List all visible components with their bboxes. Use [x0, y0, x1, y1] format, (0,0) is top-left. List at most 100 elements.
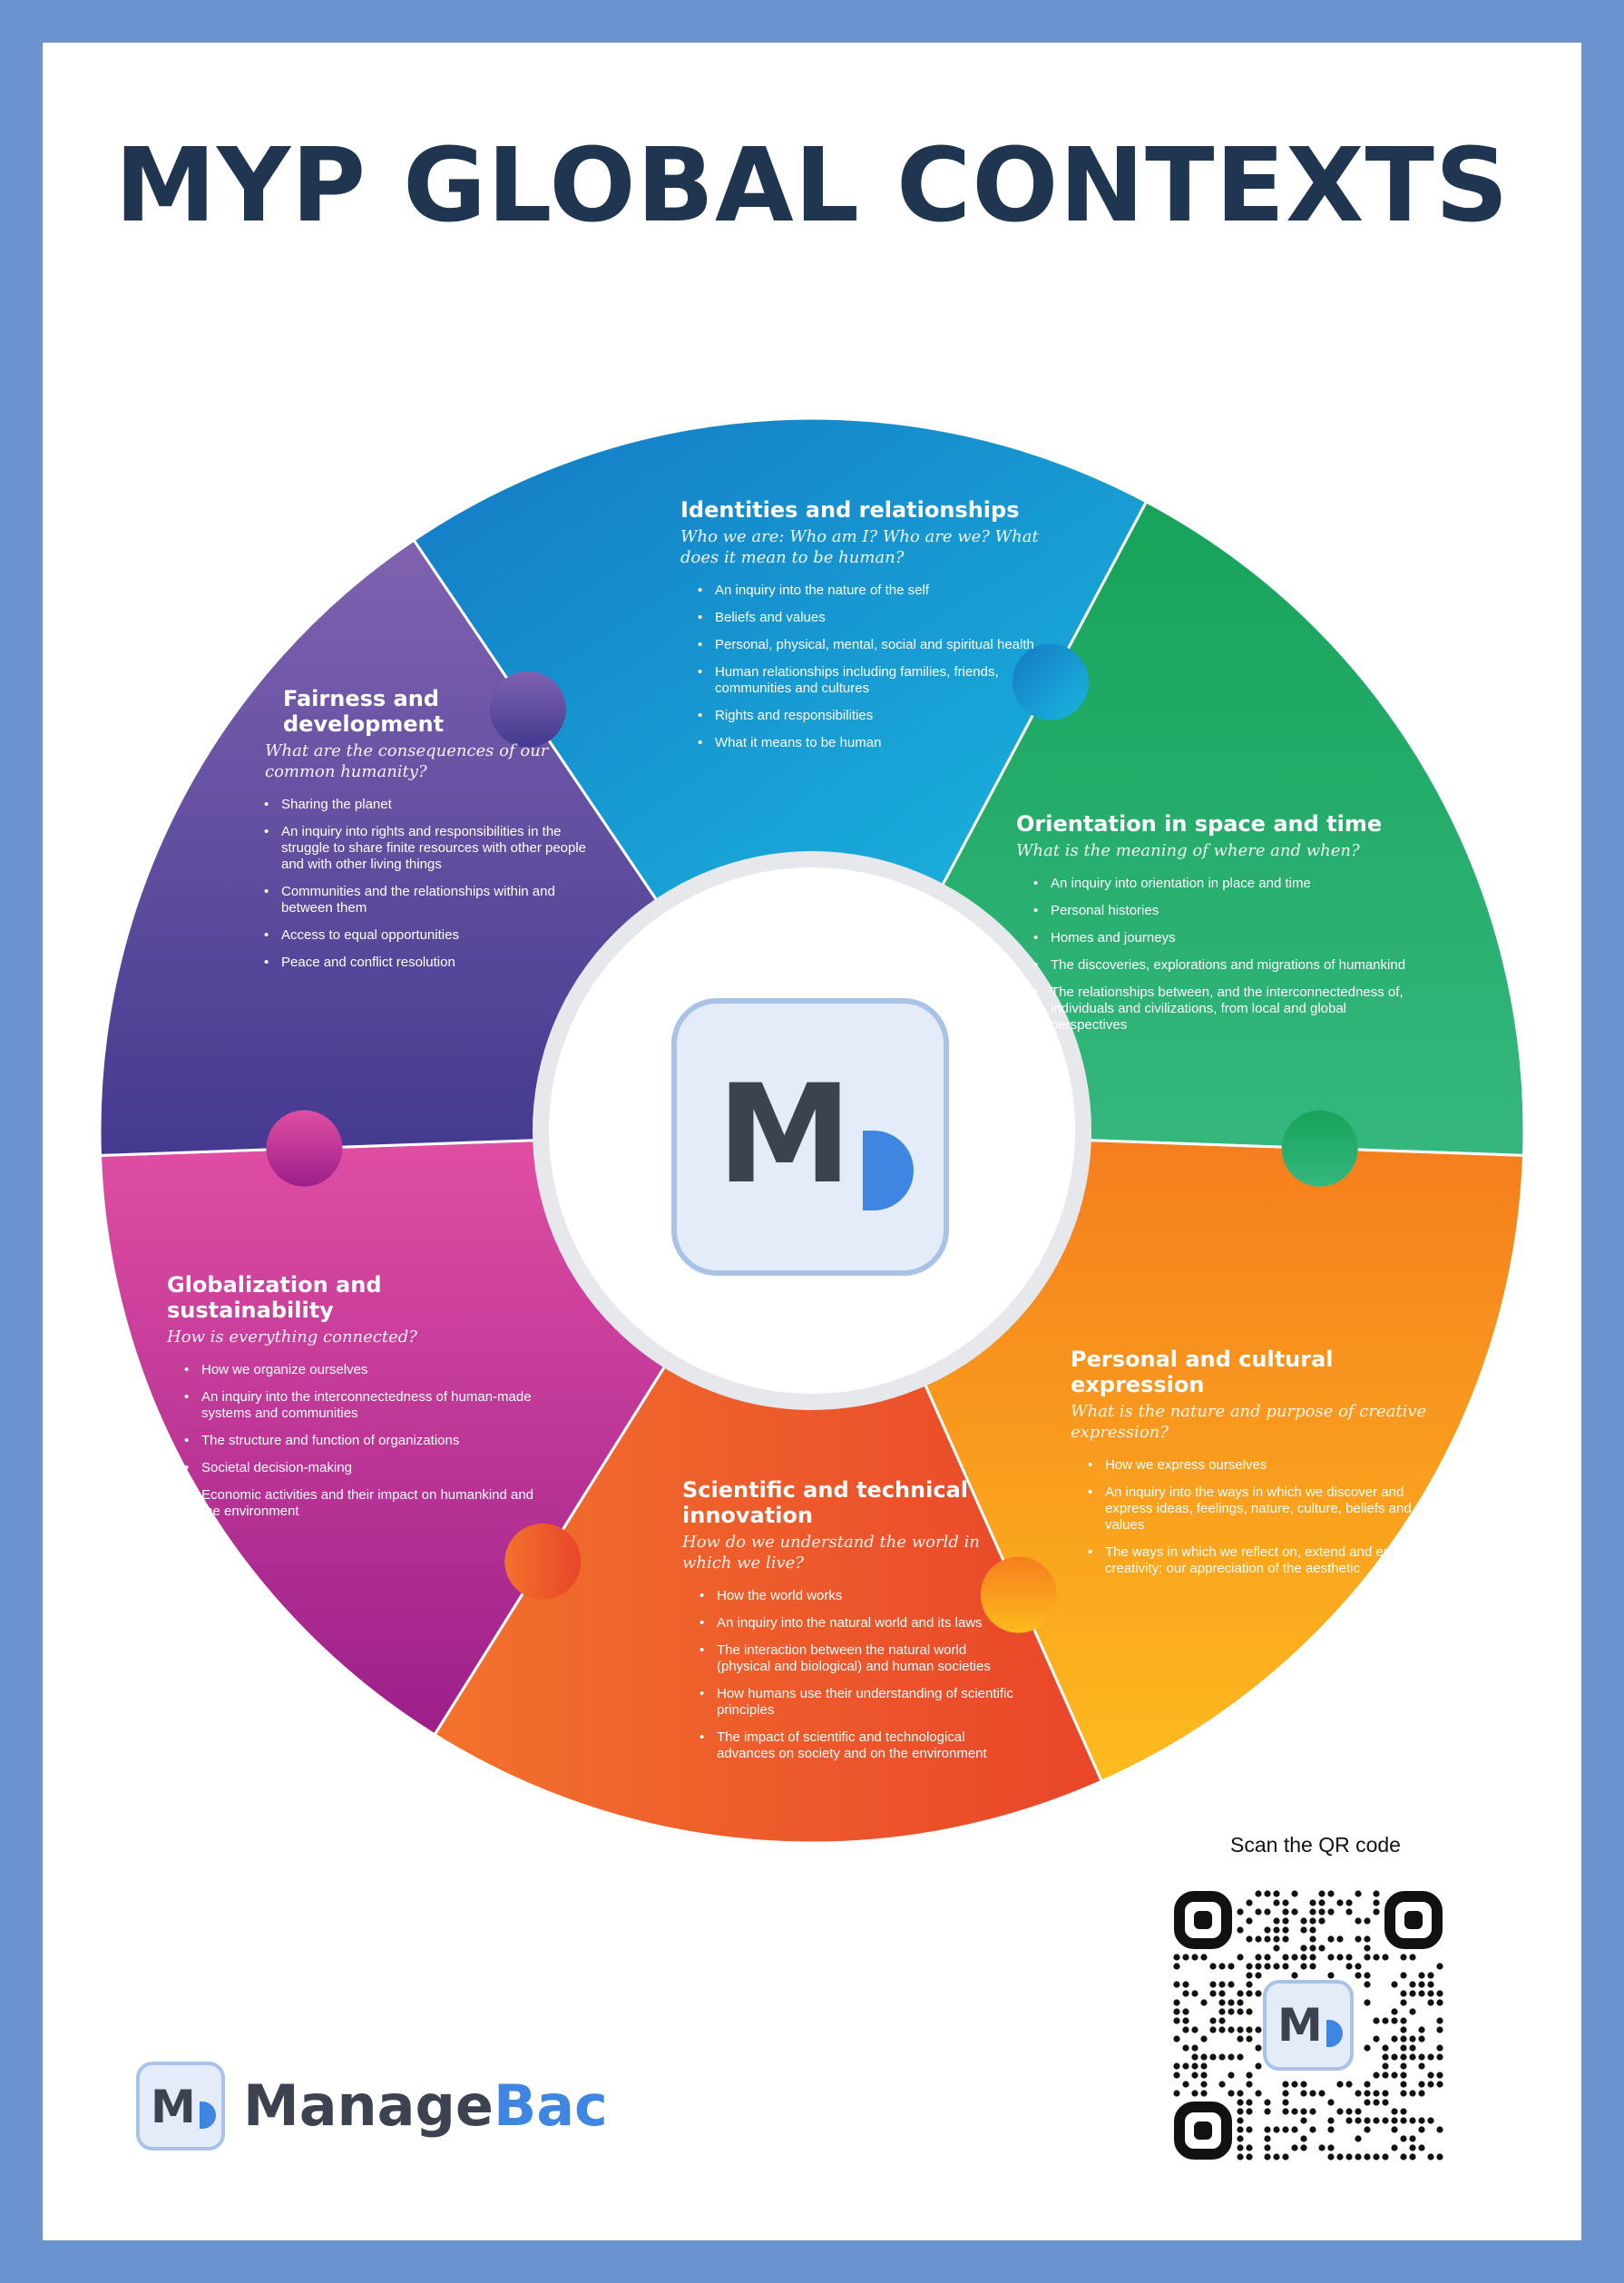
qr-dot — [1391, 2144, 1398, 2151]
qr-dot — [1327, 1954, 1335, 1961]
puzzle-knob-orientation — [1281, 1110, 1358, 1187]
qr-dot — [1282, 1899, 1289, 1906]
qr-dot — [1427, 1972, 1434, 1979]
qr-dot — [1237, 2099, 1244, 2106]
qr-dot — [1246, 1935, 1253, 1943]
qr-dot — [1273, 1890, 1280, 1897]
list-item: The interaction between the natural worl… — [699, 1642, 1018, 1675]
logo-b-shape-icon — [863, 1131, 914, 1210]
list-item: The impact of scientific and technologic… — [699, 1729, 1018, 1762]
qr-dot — [1300, 2144, 1307, 2151]
qr-dot — [1391, 2053, 1398, 2061]
qr-dot — [1255, 2090, 1262, 2097]
qr-dot — [1282, 1908, 1289, 1916]
qr-dot — [1355, 1890, 1362, 1897]
qr-dot — [1436, 2126, 1443, 2133]
qr-dot — [1327, 2099, 1335, 2106]
qr-dot — [1427, 2053, 1434, 2061]
qr-dot — [1364, 2099, 1371, 2106]
context-globalization: Globalization and sustainability How is … — [167, 1272, 548, 1531]
qr-dot — [1237, 1954, 1244, 1961]
qr-dot — [1409, 2008, 1416, 2015]
qr-dot — [1400, 2035, 1407, 2043]
context-list: An inquiry into orientation in place and… — [1016, 876, 1415, 1034]
qr-dot — [1264, 2135, 1271, 2142]
qr-dot — [1246, 1972, 1253, 1979]
qr-dot — [1364, 2081, 1371, 2088]
qr-dot — [1209, 1990, 1217, 1997]
context-question: Who we are: Who am I? Who are we? What d… — [680, 527, 1039, 567]
qr-dot — [1318, 2144, 1326, 2151]
qr-dot — [1336, 1935, 1344, 1943]
qr-dot — [1436, 2026, 1443, 2033]
qr-dot — [1291, 2144, 1298, 2151]
list-item: Access to equal opportunities — [264, 927, 595, 944]
qr-dot — [1418, 2063, 1425, 2070]
qr-dot — [1327, 1890, 1335, 1897]
qr-dot — [1436, 2072, 1443, 2079]
qr-dot — [1228, 2008, 1235, 2015]
qr-dot — [1200, 2035, 1208, 2043]
qr-dot — [1409, 1954, 1416, 1961]
context-title: Globalization and sustainability — [167, 1272, 382, 1323]
qr-dot — [1246, 2081, 1253, 2088]
qr-dot — [1400, 2081, 1407, 2088]
qr-dot — [1391, 2117, 1398, 2124]
qr-dot — [1400, 2153, 1407, 2161]
qr-dot — [1400, 1954, 1407, 1961]
context-list: How the world works An inquiry into the … — [682, 1588, 1018, 1762]
qr-dot — [1246, 2153, 1253, 2161]
qr-dot — [1382, 2117, 1389, 2124]
qr-dot — [1200, 1999, 1208, 2006]
qr-dot — [1300, 2108, 1307, 2115]
qr-dot — [1246, 1963, 1253, 1970]
qr-dot — [1173, 1963, 1180, 1970]
qr-dot — [1237, 2135, 1244, 2142]
qr-dot — [1182, 2008, 1189, 2015]
qr-dot — [1373, 2035, 1380, 2043]
qr-dot — [1345, 1963, 1353, 1970]
list-item: An inquiry into the natural world and it… — [699, 1615, 1018, 1631]
qr-dot — [1309, 1899, 1316, 1906]
qr-dot — [1291, 1890, 1298, 1897]
qr-dot — [1418, 1990, 1425, 1997]
managebac-logo-icon: M — [671, 998, 949, 1276]
qr-dot — [1191, 2026, 1198, 2033]
qr-dot — [1209, 2053, 1217, 2061]
qr-dot — [1427, 1999, 1434, 2006]
qr-code[interactable]: M — [1172, 1889, 1444, 2161]
qr-dot — [1409, 2090, 1416, 2097]
qr-dot — [1373, 1954, 1380, 1961]
context-title: Identities and relationships — [680, 497, 1020, 523]
qr-dot — [1173, 2035, 1180, 2043]
context-list: An inquiry into the nature of the self B… — [680, 583, 1052, 751]
qr-dot — [1364, 2117, 1371, 2124]
qr-dot — [1237, 2144, 1244, 2151]
qr-dot — [1291, 1954, 1298, 1961]
qr-dot — [1282, 2153, 1289, 2161]
list-item: The structure and function of organizati… — [184, 1433, 548, 1449]
qr-dot — [1282, 1935, 1289, 1943]
qr-dot — [1318, 1890, 1326, 1897]
qr-dot — [1345, 2081, 1353, 2088]
qr-dot — [1427, 2153, 1434, 2161]
qr-dot — [1309, 2126, 1316, 2133]
qr-dot — [1400, 2063, 1407, 2070]
qr-dot — [1400, 1972, 1407, 1979]
list-item: An inquiry into the nature of the self — [698, 583, 1052, 599]
context-personal: Personal and cultural expression What is… — [1071, 1347, 1452, 1588]
qr-dot — [1300, 2135, 1307, 2142]
qr-dot — [1336, 2153, 1344, 2161]
qr-dot — [1382, 2153, 1389, 2161]
qr-dot — [1427, 2117, 1434, 2124]
context-title: Fairness and development — [283, 686, 445, 737]
qr-dot — [1209, 1981, 1217, 1988]
qr-dot — [1255, 1963, 1262, 1970]
qr-dot — [1228, 2053, 1235, 2061]
qr-dot — [1191, 2044, 1198, 2052]
qr-dot — [1400, 2135, 1407, 2142]
qr-dot — [1264, 2099, 1271, 2106]
qr-dot — [1300, 2090, 1307, 2097]
list-item: An inquiry into orientation in place and… — [1033, 876, 1415, 892]
qr-dot — [1282, 1954, 1289, 1961]
